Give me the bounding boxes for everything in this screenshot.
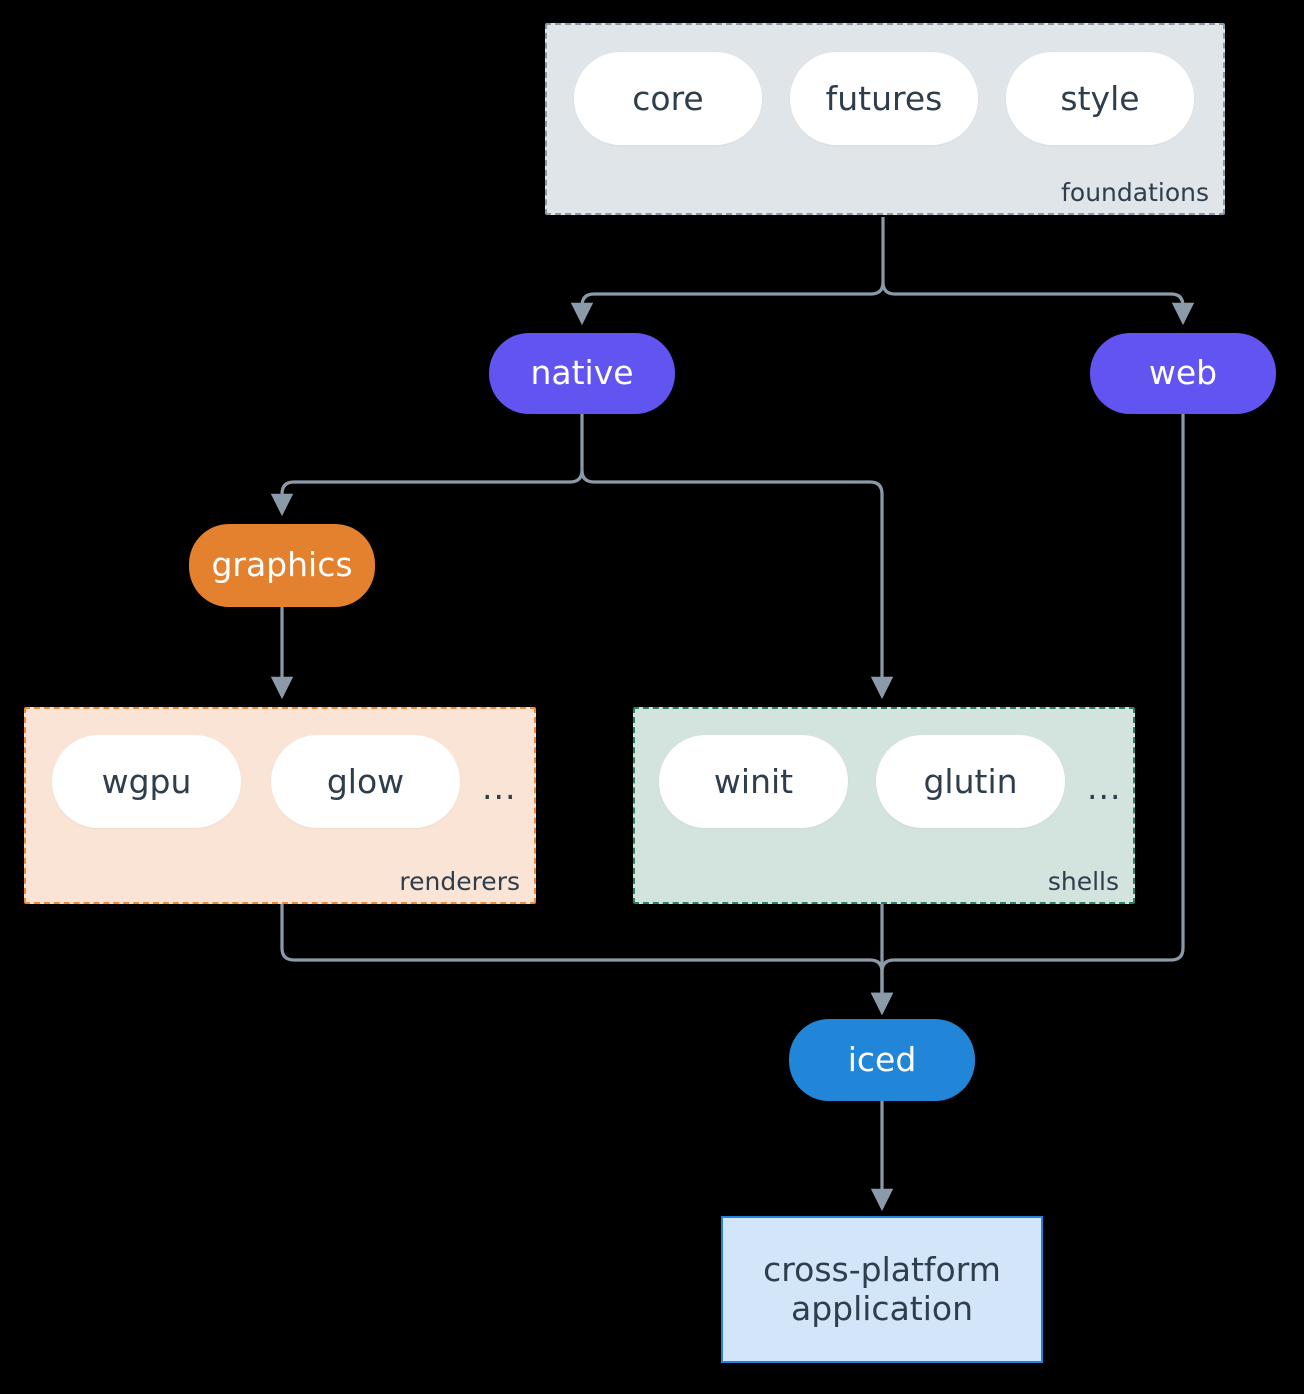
pill-style[interactable]: style [1006,52,1194,145]
node-web[interactable]: web [1090,333,1276,414]
application-line-1: cross-platform [763,1249,1001,1289]
pill-futures[interactable]: futures [790,52,978,145]
edge-native-to-graphics [270,414,584,517]
cluster-foundations[interactable]: core futures style foundations [545,23,1225,215]
shells-ellipsis: ... [1087,768,1122,807]
edge-native-to-shells [580,469,894,700]
edge-foundations-to-web [881,281,1195,326]
edge-foundations-to-native [570,217,885,326]
cluster-shells[interactable]: winit glutin ... shells [633,707,1135,904]
node-cross-platform-application[interactable]: cross-platform application [721,1216,1043,1363]
pill-wgpu[interactable]: wgpu [52,735,241,828]
application-line-2: application [790,1288,974,1328]
node-native[interactable]: native [489,333,675,414]
renderers-ellipsis: ... [482,768,517,807]
node-graphics[interactable]: graphics [189,524,375,607]
cluster-label-foundations: foundations [1061,178,1209,207]
pill-glutin[interactable]: glutin [876,735,1065,828]
pill-core[interactable]: core [574,52,762,145]
cluster-label-renderers: renderers [399,867,520,896]
pill-glow[interactable]: glow [271,735,460,828]
node-iced[interactable]: iced [789,1019,975,1101]
pill-winit[interactable]: winit [659,735,848,828]
edge-renderers-to-iced [280,904,894,1016]
cluster-label-shells: shells [1047,867,1119,896]
cluster-renderers[interactable]: wgpu glow ... renderers [24,707,536,904]
